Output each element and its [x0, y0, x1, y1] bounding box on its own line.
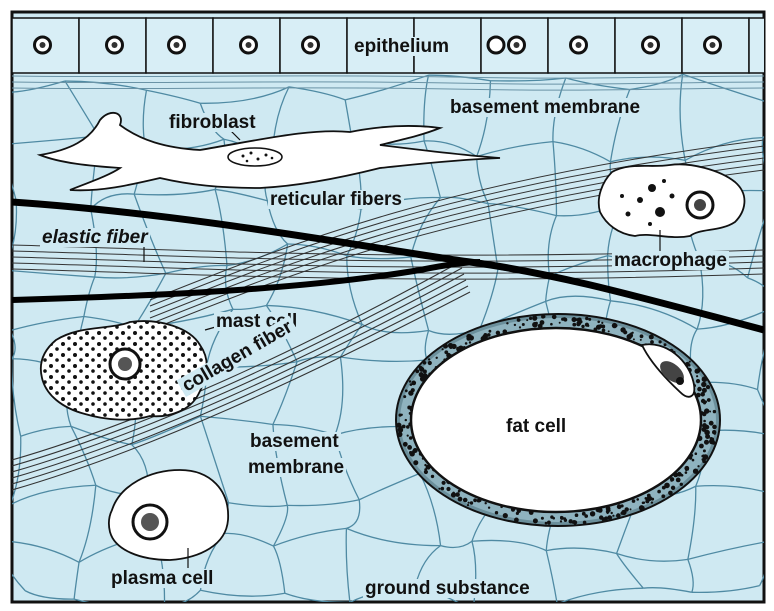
label-basement-membrane-top: basement membrane: [448, 98, 642, 117]
label-plasma-cell: plasma cell: [109, 569, 215, 588]
label-epithelium: epithelium: [354, 37, 449, 56]
label-ground-substance: ground substance: [363, 579, 532, 598]
mast-cell: [41, 321, 207, 420]
label-basement-membrane-bottom-2: membrane: [246, 458, 346, 477]
label-reticular-fibers: reticular fibers: [268, 190, 404, 209]
label-basement-membrane-bottom-1: basement: [248, 432, 341, 451]
label-fibroblast: fibroblast: [167, 113, 258, 132]
label-macrophage: macrophage: [612, 251, 729, 270]
label-elastic-fiber: elastic fiber: [40, 228, 150, 247]
epithelial-cell: [749, 18, 774, 73]
label-fat-cell: fat cell: [506, 417, 566, 436]
macrophage: [599, 164, 745, 237]
